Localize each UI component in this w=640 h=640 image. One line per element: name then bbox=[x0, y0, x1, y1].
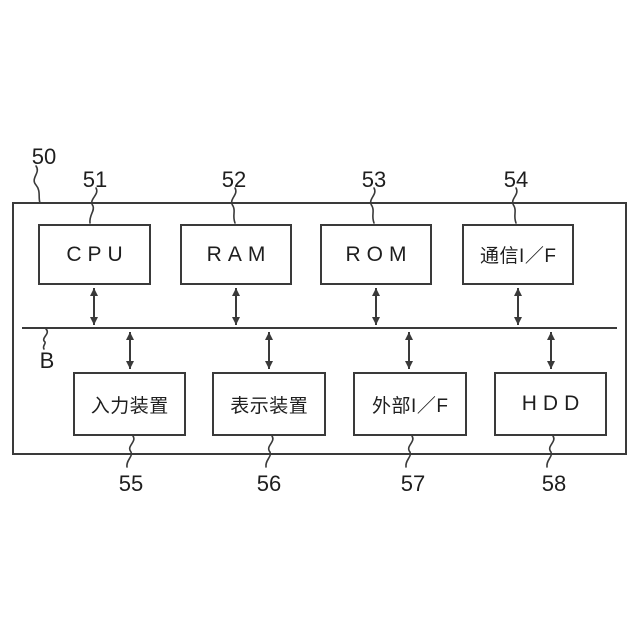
box-display-device: 表示装置 bbox=[212, 372, 326, 436]
box-cpu-label: CPU bbox=[66, 242, 129, 266]
leader-line-50 bbox=[33, 165, 41, 204]
box-external-if-label: 外部I／F bbox=[372, 395, 449, 417]
ref-label-52: 52 bbox=[221, 167, 247, 192]
box-rom-label: ROM bbox=[345, 242, 413, 266]
ref-label-58: 58 bbox=[541, 471, 567, 496]
ref-label-50: 50 bbox=[31, 144, 57, 169]
box-cpu: CPU bbox=[38, 224, 151, 285]
ref-label-51: 51 bbox=[82, 167, 108, 192]
ref-label-56: 56 bbox=[256, 471, 282, 496]
box-input-device: 入力装置 bbox=[73, 372, 186, 436]
ref-label-55: 55 bbox=[118, 471, 144, 496]
box-hdd: HDD bbox=[494, 372, 607, 436]
box-hdd-label: HDD bbox=[521, 392, 586, 415]
box-communication-if: 通信I／F bbox=[462, 224, 574, 285]
box-display-device-label: 表示装置 bbox=[230, 395, 309, 417]
system-outline-box bbox=[12, 202, 627, 455]
box-external-if: 外部I／F bbox=[353, 372, 467, 436]
ref-label-53: 53 bbox=[361, 167, 387, 192]
box-communication-if-label: 通信I／F bbox=[480, 246, 557, 267]
box-input-device-label: 入力装置 bbox=[90, 395, 169, 417]
ref-label-bus-b: B bbox=[39, 348, 55, 373]
box-ram: RAM bbox=[180, 224, 292, 285]
ref-label-57: 57 bbox=[400, 471, 426, 496]
ref-label-54: 54 bbox=[503, 167, 529, 192]
box-ram-label: RAM bbox=[206, 242, 272, 266]
box-rom: ROM bbox=[320, 224, 432, 285]
